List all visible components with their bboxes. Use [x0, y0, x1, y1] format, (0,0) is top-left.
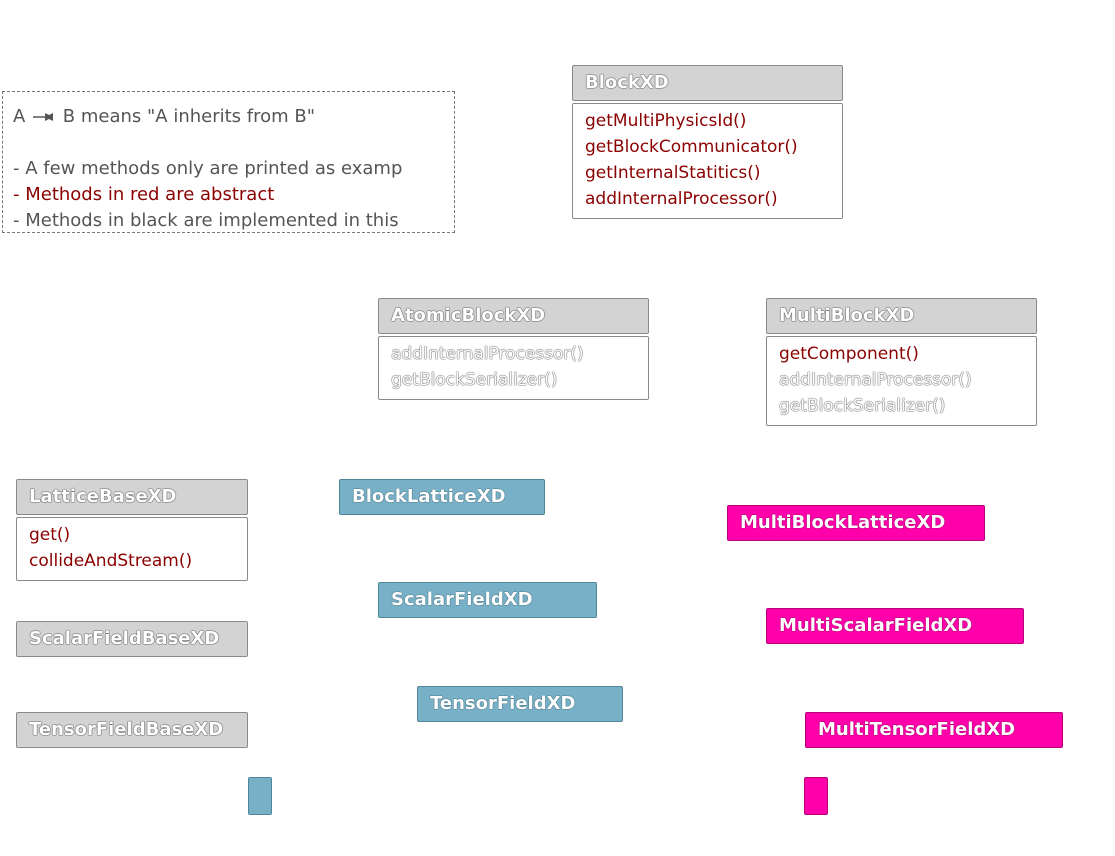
class-block-xd-methods: getMultiPhysicsId() getBlockCommunicator…: [572, 103, 843, 219]
method-get-block-communicator: getBlockCommunicator(): [585, 137, 798, 157]
method-add-internal-processor: addInternalProcessor(): [391, 344, 584, 364]
legend-class-a: A: [13, 106, 26, 127]
class-lattice-base-xd-title: LatticeBaseXD: [16, 479, 248, 515]
class-block-lattice-xd: BlockLatticeXD: [339, 479, 545, 515]
method-get: get(): [29, 525, 71, 545]
class-atomic-block-xd: AtomicBlockXD addInternalProcessor() get…: [378, 298, 649, 400]
method-get-internal-statitics: getInternalStatitics(): [585, 163, 761, 183]
method-add-internal-processor: addInternalProcessor(): [585, 189, 778, 209]
method-get-multi-physics-id: getMultiPhysicsId(): [585, 111, 747, 131]
class-multi-block-lattice-xd: MultiBlockLatticeXD: [727, 505, 985, 541]
class-multi-scalar-field-xd: MultiScalarFieldXD: [766, 608, 1024, 644]
atomic-color-swatch: [248, 777, 272, 815]
legend-line-inherits: A B means "A inherits from B": [13, 104, 454, 130]
legend-inherits-text: B means "A inherits from B": [62, 106, 316, 127]
legend-line-implemented: - Methods in black are implemented in th…: [13, 210, 399, 231]
method-collide-and-stream: collideAndStream(): [29, 551, 193, 571]
method-get-component: getComponent(): [779, 344, 919, 364]
legend-box: A B means "A inherits from B" - A few me…: [2, 91, 455, 233]
class-block-xd: BlockXD getMultiPhysicsId() getBlockComm…: [572, 65, 843, 219]
class-atomic-block-xd-title: AtomicBlockXD: [378, 298, 649, 334]
class-lattice-base-xd: LatticeBaseXD get() collideAndStream(): [16, 479, 248, 581]
class-multi-tensor-field-xd: MultiTensorFieldXD: [805, 712, 1063, 748]
class-multi-block-xd-methods: getComponent() addInternalProcessor() ge…: [766, 336, 1037, 426]
legend-line-abstract: - Methods in red are abstract: [13, 184, 275, 205]
class-lattice-base-xd-methods: get() collideAndStream(): [16, 517, 248, 581]
class-scalar-field-xd: ScalarFieldXD: [378, 582, 597, 618]
method-get-block-serializer: getBlockSerializer(): [391, 370, 558, 390]
class-tensor-field-base-xd: TensorFieldBaseXD: [16, 712, 248, 748]
class-scalar-field-base-xd: ScalarFieldBaseXD: [16, 621, 248, 657]
inherits-arrow-icon: [33, 113, 54, 121]
class-multi-block-xd-title: MultiBlockXD: [766, 298, 1037, 334]
method-get-block-serializer: getBlockSerializer(): [779, 396, 946, 416]
class-atomic-block-xd-methods: addInternalProcessor() getBlockSerialize…: [378, 336, 649, 400]
method-add-internal-processor: addInternalProcessor(): [779, 370, 972, 390]
legend-line-examples: - A few methods only are printed as exam…: [13, 158, 403, 179]
class-tensor-field-xd: TensorFieldXD: [417, 686, 623, 722]
multi-color-swatch: [804, 777, 828, 815]
class-block-xd-title: BlockXD: [572, 65, 843, 101]
class-multi-block-xd: MultiBlockXD getComponent() addInternalP…: [766, 298, 1037, 426]
